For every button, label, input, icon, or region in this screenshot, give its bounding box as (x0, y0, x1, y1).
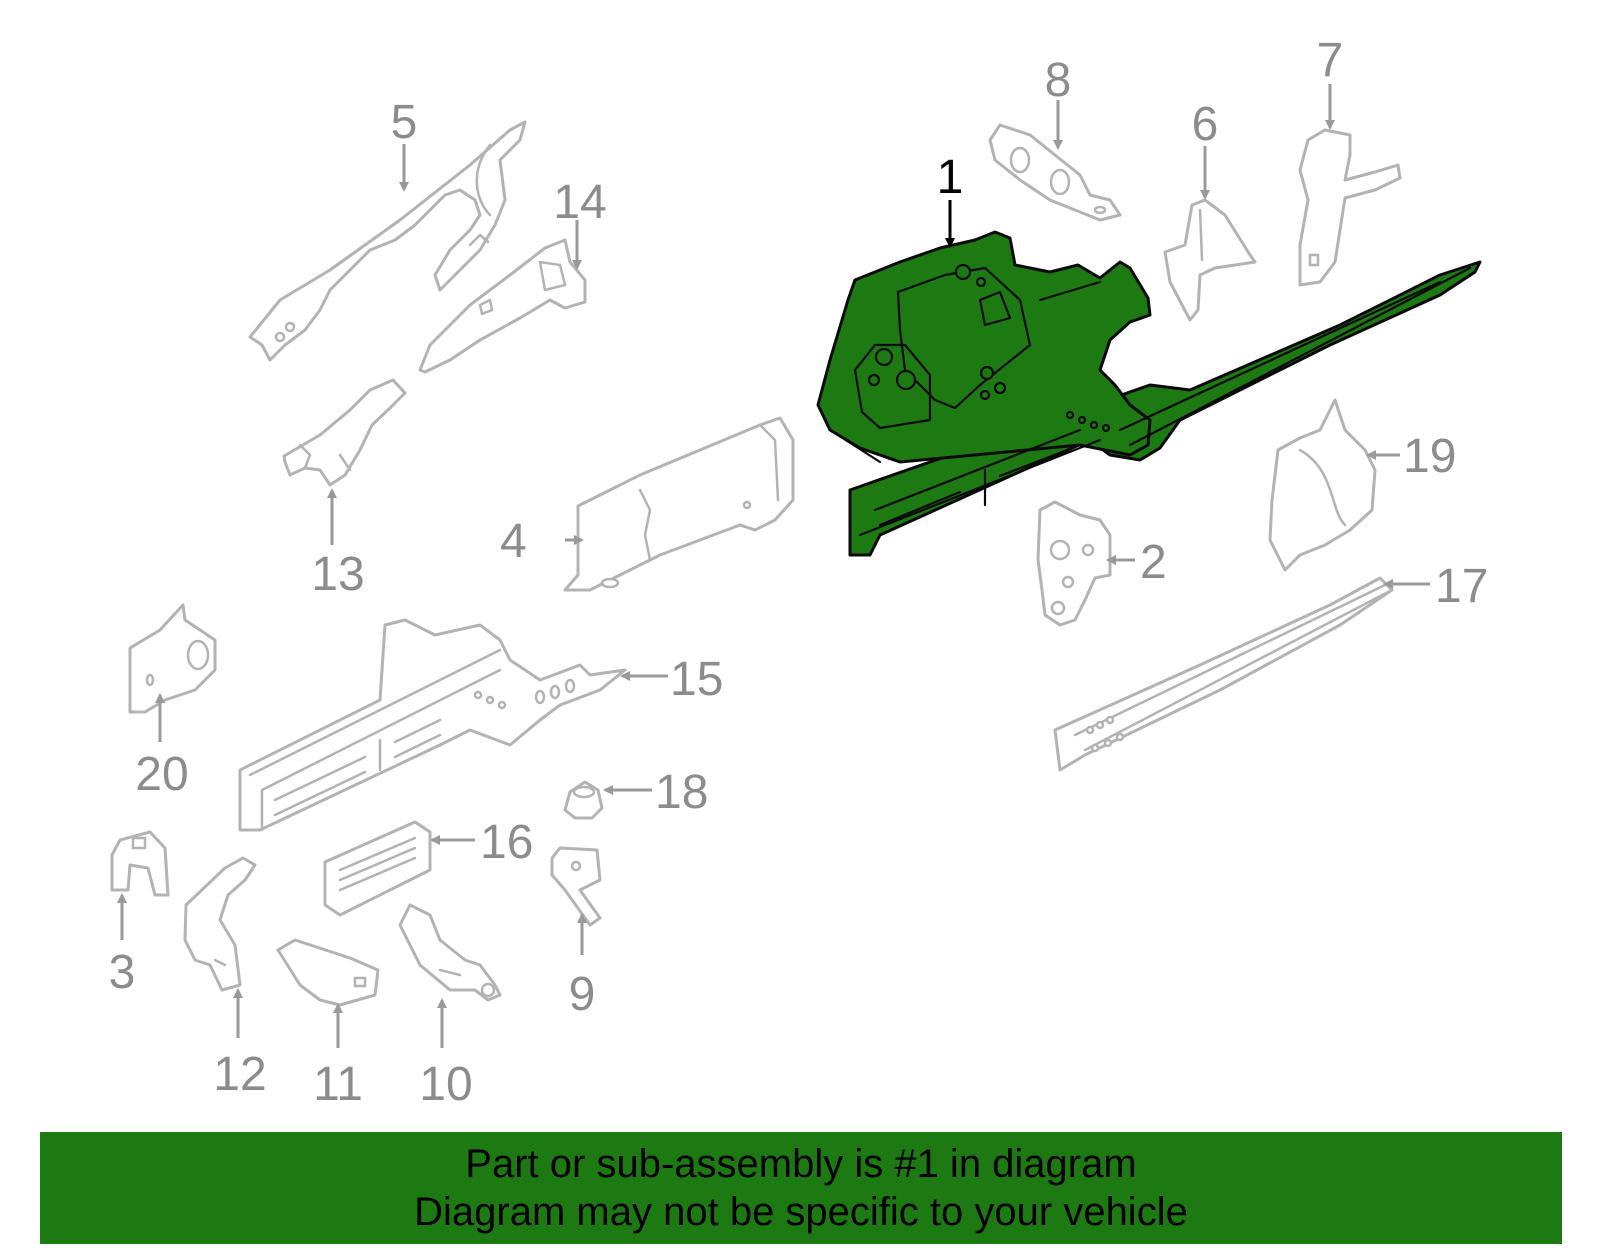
callout-9[interactable]: 9 (569, 968, 596, 1021)
callout-14[interactable]: 14 (553, 176, 606, 229)
part-1-apron-rail-assembly[interactable] (816, 230, 1482, 557)
part-7-bracket[interactable] (1298, 128, 1402, 287)
part-10-bracket[interactable] (398, 903, 502, 1002)
banner-line-2: Diagram may not be specific to your vehi… (414, 1190, 1188, 1234)
callout-18[interactable]: 18 (655, 766, 708, 819)
callout-2[interactable]: 2 (1140, 536, 1167, 589)
part-14-reinforcement[interactable] (418, 238, 587, 374)
part-3-clip[interactable] (110, 830, 170, 897)
part-15-frame-rail[interactable] (238, 618, 627, 832)
info-banner: Part or sub-assembly is #1 in diagram Di… (40, 1132, 1562, 1244)
part-16-spacer-block[interactable] (323, 820, 432, 917)
part-8-plate[interactable] (988, 123, 1122, 222)
callout-1[interactable]: 1 (937, 151, 964, 204)
callout-6[interactable]: 6 (1192, 98, 1219, 151)
part-2-plate[interactable] (1036, 500, 1112, 627)
callout-15[interactable]: 15 (670, 653, 723, 706)
leader-arrows (117, 84, 1430, 1048)
part-6-mount[interactable] (1163, 198, 1257, 322)
callout-19[interactable]: 19 (1403, 430, 1456, 483)
callout-11[interactable]: 11 (313, 1058, 363, 1111)
callout-7[interactable]: 7 (1317, 34, 1344, 87)
callout-4[interactable]: 4 (500, 515, 527, 568)
callout-8[interactable]: 8 (1045, 54, 1072, 107)
part-11-gusset[interactable] (276, 938, 380, 1007)
callout-5[interactable]: 5 (391, 96, 418, 149)
part-18-nut[interactable] (563, 780, 604, 820)
callout-16[interactable]: 16 (480, 816, 533, 869)
banner-line-1: Part or sub-assembly is #1 in diagram (465, 1142, 1137, 1186)
part-9-bracket[interactable] (550, 846, 602, 927)
part-4-rail-extension[interactable] (563, 416, 795, 592)
callout-20[interactable]: 20 (135, 748, 188, 801)
part-17-rail[interactable] (1053, 576, 1394, 772)
part-20-bracket[interactable] (128, 603, 217, 714)
part-5-fender-apron[interactable] (248, 120, 527, 362)
callout-3[interactable]: 3 (109, 946, 136, 999)
part-12-bracket[interactable] (183, 856, 257, 992)
callout-12[interactable]: 12 (213, 1048, 266, 1101)
callout-13[interactable]: 13 (311, 548, 364, 601)
callout-10[interactable]: 10 (419, 1058, 472, 1111)
part-19-panel[interactable] (1268, 398, 1377, 572)
part-13-bracket[interactable] (282, 378, 407, 487)
callout-17[interactable]: 17 (1435, 560, 1488, 613)
